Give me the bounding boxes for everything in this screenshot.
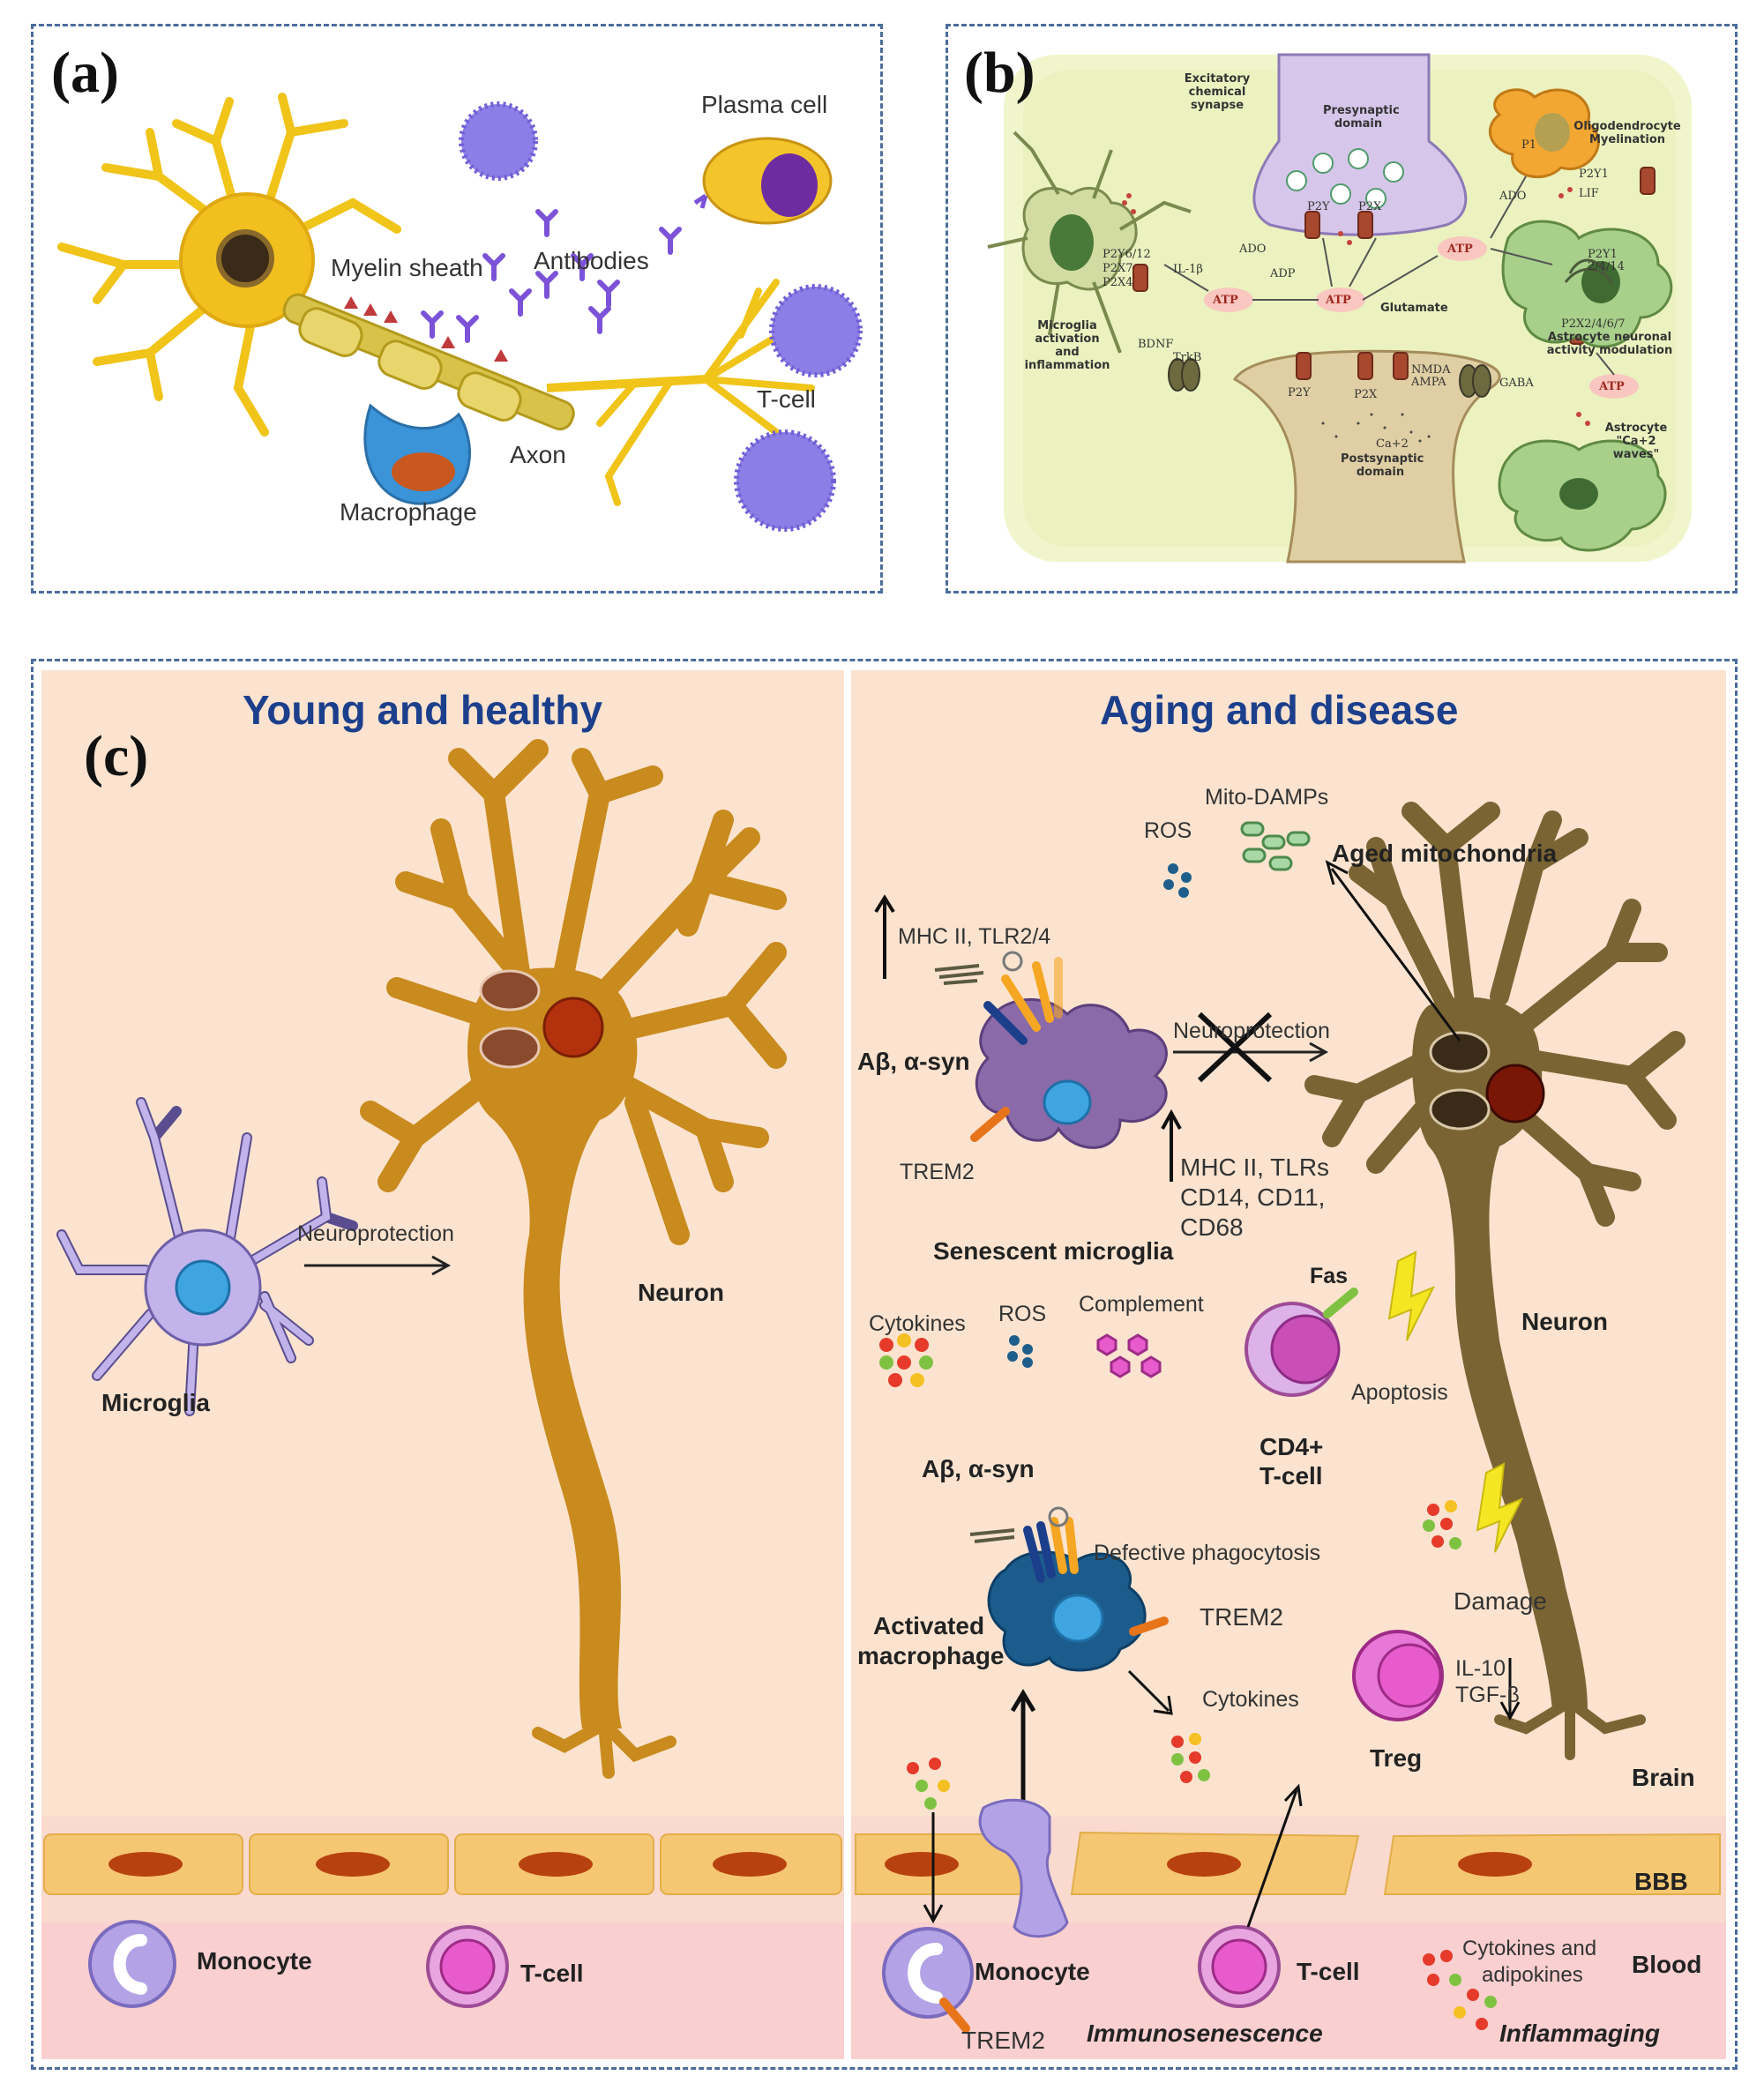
axon-label: Axon bbox=[510, 441, 566, 468]
fas-label: Fas bbox=[1310, 1264, 1349, 1288]
cytokines-adipokines-label-1: Cytokines and bbox=[1462, 1937, 1597, 1960]
brain-label: Brain bbox=[1632, 1764, 1695, 1791]
cytokines-adipokines-label-2: adipokines bbox=[1482, 1963, 1583, 1987]
tgfb-label: TGF-β bbox=[1455, 1683, 1520, 1707]
activated-label: Activated bbox=[873, 1612, 985, 1639]
astrocyte-waves-label: Astrocyte "Ca+2 waves" bbox=[1604, 422, 1668, 461]
ado-label-1: ADO bbox=[1239, 243, 1267, 256]
t-cell-label-a: T-cell bbox=[757, 385, 816, 413]
apoptosis-label: Apoptosis bbox=[1351, 1380, 1448, 1405]
cd4-label: CD4+ bbox=[1259, 1433, 1324, 1460]
cytokines-label-1: Cytokines bbox=[869, 1311, 966, 1336]
cd14-label: CD14, CD11, bbox=[1180, 1183, 1326, 1211]
mhc-tlrs-label: MHC II, TLRs bbox=[1180, 1153, 1330, 1181]
glutamate-label: Glutamate bbox=[1380, 302, 1448, 315]
microglia-activation-label: Microglia activation and inflammation bbox=[1024, 319, 1110, 372]
panel-a-frame bbox=[31, 24, 883, 594]
abeta-mid-label: Aβ, α-syn bbox=[922, 1455, 1035, 1482]
t-cell-label-right: T-cell bbox=[1297, 1958, 1360, 1985]
abeta-top-label: Aβ, α-syn bbox=[857, 1048, 970, 1075]
cd68-label: CD68 bbox=[1180, 1213, 1244, 1241]
treg-label: Treg bbox=[1370, 1744, 1423, 1772]
excitatory-synapse-label: Excitatory chemical synapse bbox=[1184, 72, 1251, 112]
il1b-label: IL-1β bbox=[1173, 263, 1203, 276]
complement-label: Complement bbox=[1079, 1292, 1204, 1317]
neuroprotection-label-right: Neuroprotection bbox=[1173, 1019, 1330, 1043]
aged-mitochondria-label: Aged mitochondria bbox=[1332, 840, 1558, 867]
lif-label: LIF bbox=[1579, 187, 1599, 200]
monocyte-label-right: Monocyte bbox=[975, 1958, 1090, 1985]
p2x-label-2: P2X bbox=[1354, 388, 1378, 401]
trem2-top-label: TREM2 bbox=[900, 1160, 975, 1184]
ca2-label: Ca+2 bbox=[1376, 437, 1409, 451]
gaba-label: GABA bbox=[1499, 377, 1534, 390]
il10-label: IL-10 bbox=[1455, 1656, 1506, 1681]
adp-label: ADP bbox=[1270, 267, 1296, 280]
astrocyte-neuronal-label: Astrocyte neuronal activity modulation bbox=[1546, 331, 1673, 357]
panel-a-letter: (a) bbox=[51, 41, 119, 105]
panel-c-letter: (c) bbox=[84, 724, 149, 788]
immunosenescence-label: Immunosenescence bbox=[1087, 2020, 1323, 2047]
monocyte-label-left: Monocyte bbox=[197, 1947, 312, 1975]
aging-disease-title: Aging and disease bbox=[1100, 687, 1459, 733]
atp-label-2: ATP bbox=[1326, 294, 1351, 307]
mito-damps-label: Mito-DAMPs bbox=[1205, 785, 1329, 810]
myelin-sheath-label: Myelin sheath bbox=[331, 254, 483, 281]
bdnf-label: BDNF bbox=[1138, 338, 1174, 351]
ros-mid-label: ROS bbox=[998, 1302, 1047, 1326]
p2y6-12-label: P2Y6/12 bbox=[1102, 248, 1151, 261]
p2x2-4-6-7-label: P2X2/4/6/7 bbox=[1561, 317, 1626, 331]
microglia-label: Microglia bbox=[101, 1389, 210, 1416]
defective-phagocytosis-label: Defective phagocytosis bbox=[1094, 1541, 1321, 1565]
neuroprotection-label-left: Neuroprotection bbox=[297, 1221, 454, 1246]
cd4-tcell-label: T-cell bbox=[1259, 1462, 1323, 1489]
p2x-label-1: P2X bbox=[1358, 200, 1382, 213]
damage-label: Damage bbox=[1454, 1587, 1547, 1615]
atp-label-4: ATP bbox=[1599, 380, 1625, 393]
neuron-label-right: Neuron bbox=[1521, 1308, 1608, 1335]
panel-b-frame bbox=[946, 24, 1738, 594]
macrophage-label: Macrophage bbox=[340, 498, 477, 526]
p2y-label-1: P2Y bbox=[1307, 200, 1330, 213]
presynaptic-domain-label: Presynaptic domain bbox=[1323, 104, 1400, 131]
trkb-label: TrkB bbox=[1173, 351, 1202, 364]
trem2-mid-label: TREM2 bbox=[1200, 1603, 1283, 1631]
p2y-label-2: P2Y bbox=[1288, 386, 1311, 399]
p2x7-label: P2X7 bbox=[1102, 262, 1133, 275]
inflammaging-label: Inflammaging bbox=[1499, 2020, 1661, 2047]
mhc-tlr-label: MHC II, TLR2/4 bbox=[898, 924, 1051, 949]
panel-b-letter: (b) bbox=[964, 41, 1035, 105]
oligodendrocyte-label: Oligodendrocyte Myelination bbox=[1573, 120, 1681, 146]
cytokines-label-2: Cytokines bbox=[1202, 1687, 1299, 1712]
plasma-cell-label: Plasma cell bbox=[701, 91, 828, 118]
atp-label-3: ATP bbox=[1447, 243, 1473, 256]
bbb-label: BBB bbox=[1634, 1868, 1688, 1895]
postsynaptic-domain-label: Postsynaptic domain bbox=[1341, 452, 1424, 479]
ado-label-2: ADO bbox=[1499, 190, 1527, 203]
young-healthy-title: Young and healthy bbox=[243, 687, 603, 733]
nmda-ampa-label: NMDA AMPA bbox=[1411, 363, 1451, 389]
ros-top-label: ROS bbox=[1144, 818, 1192, 843]
antibodies-label: Antibodies bbox=[534, 247, 649, 274]
t-cell-label-left: T-cell bbox=[520, 1960, 584, 1987]
senescent-microglia-label: Senescent microglia bbox=[933, 1237, 1174, 1265]
p2x4-label: P2X4 bbox=[1102, 276, 1133, 289]
p2y1-2-4-label: P2Y1 2/4/14 bbox=[1588, 248, 1625, 273]
panel-c-frame bbox=[31, 659, 1738, 2070]
trem2-bottom-label: TREM2 bbox=[961, 2027, 1045, 2054]
blood-label: Blood bbox=[1632, 1951, 1702, 1978]
macrophage-label-c: macrophage bbox=[857, 1642, 1005, 1669]
p1-label: P1 bbox=[1521, 138, 1537, 152]
atp-label-1: ATP bbox=[1213, 294, 1238, 307]
neuron-label-left: Neuron bbox=[638, 1279, 724, 1306]
p2y1-label: P2Y1 bbox=[1579, 168, 1609, 181]
